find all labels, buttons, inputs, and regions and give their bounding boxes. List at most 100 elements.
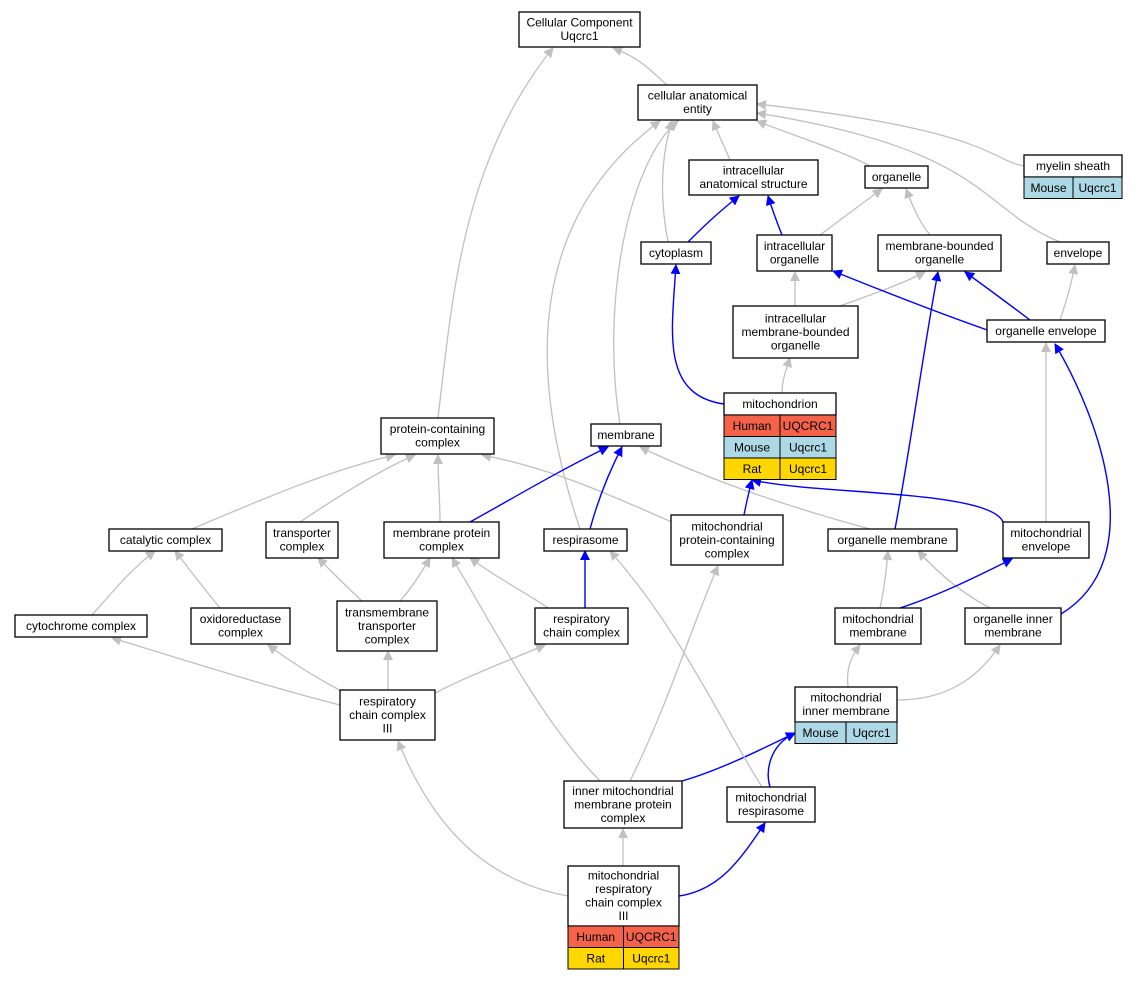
node-box <box>563 780 683 829</box>
node-label: membrane protein <box>574 797 671 811</box>
node-label: membrane-bounded <box>741 325 849 339</box>
edge-cytcomp-to-catcomp <box>91 550 156 616</box>
gene-cell <box>845 721 898 744</box>
node-label: organelle membrane <box>837 533 947 547</box>
node-cytoplasm[interactable]: cytoplasm <box>640 241 712 265</box>
node-box <box>265 521 339 559</box>
node-label: chain complex <box>585 896 662 910</box>
node-label: membrane protein <box>393 526 490 540</box>
node-label: envelope <box>1054 246 1103 260</box>
edge-cae-to-root <box>612 46 668 86</box>
edge-layer <box>91 46 1111 897</box>
node-label: intracellular <box>765 311 826 325</box>
node-label: envelope <box>1022 540 1071 554</box>
edge-imdpc-to-mpcc <box>629 565 719 782</box>
edge-orgenv-to-envelope <box>1059 264 1079 321</box>
node-label: complex <box>705 546 750 560</box>
node-box <box>794 686 898 723</box>
edge-transcomp-to-pcc <box>299 453 416 523</box>
node-label: complex <box>365 632 410 646</box>
edge-intorg-to-ias <box>765 195 783 236</box>
node-label: respiratory <box>359 694 416 708</box>
edge-membrane-to-cae <box>613 120 679 425</box>
node-orgmem[interactable]: organelle membrane <box>827 528 958 552</box>
node-box <box>336 600 438 652</box>
edge-mpc-to-membrane <box>469 446 609 523</box>
node-label: cytochrome complex <box>26 619 136 633</box>
edge-imbo-to-mbo <box>839 271 926 307</box>
node-label: respirasome <box>552 533 618 547</box>
edge-catcomp-to-pcc <box>191 452 396 530</box>
node-label: organelle <box>771 338 821 352</box>
gene-label: UQCRC1 <box>626 930 677 944</box>
node-catcomp[interactable]: catalytic complex <box>108 528 223 552</box>
node-orgenv[interactable]: organelle envelope <box>986 319 1106 343</box>
node-cytcomp[interactable]: cytochrome complex <box>14 614 148 638</box>
gene-label: UQCRC1 <box>783 419 834 433</box>
gene-label: Uqcrc1 <box>852 726 890 740</box>
node-box <box>380 417 495 455</box>
edge-organelle-to-cae <box>756 119 871 167</box>
node-label: Uqcrc1 <box>560 29 598 43</box>
node-organelle[interactable]: organelle <box>864 165 929 189</box>
edge-rcc3-to-rcc <box>434 643 546 694</box>
node-box <box>518 11 641 48</box>
node-label: III <box>618 909 628 923</box>
node-envelope[interactable]: envelope <box>1046 241 1110 265</box>
edge-myelin-to-cae <box>756 100 1025 167</box>
gene-label: Uqcrc1 <box>1078 181 1116 195</box>
node-box <box>190 607 291 645</box>
node-label: cytoplasm <box>649 246 703 260</box>
species-label: Mouse <box>1030 181 1066 195</box>
node-label: organelle inner <box>973 612 1052 626</box>
edge-ias-to-cae <box>711 120 731 161</box>
node-box <box>637 84 758 121</box>
node-membrane[interactable]: membrane <box>590 423 662 447</box>
node-label: organelle <box>770 253 820 267</box>
node-label: respiratory <box>595 882 652 896</box>
node-box <box>1046 241 1110 265</box>
node-label: protein-containing <box>390 422 485 436</box>
edge-cytoplasm-to-cae <box>661 120 675 243</box>
node-label: inner membrane <box>802 704 890 718</box>
node-label: mitochondrial <box>810 691 881 705</box>
edge-tmtc-to-mpc <box>399 557 431 602</box>
gene-cell <box>779 457 837 480</box>
node-label: transporter <box>358 619 416 633</box>
edge-imdpc-to-mpc <box>451 557 601 782</box>
edge-rcc3-to-cytcomp <box>111 635 341 706</box>
node-respirasome[interactable]: respirasome <box>543 528 628 552</box>
node-label: protein-containing <box>679 533 774 547</box>
node-box <box>877 234 1002 272</box>
edge-mitomem-to-orgmem <box>879 550 893 609</box>
node-box <box>732 305 859 359</box>
node-label: mitochondrial <box>691 519 762 533</box>
edge-mpcc-to-pcc <box>481 451 673 523</box>
edge-rcc-to-mpc <box>469 557 549 609</box>
node-label: complex <box>419 540 464 554</box>
gene-cell <box>1072 176 1123 199</box>
